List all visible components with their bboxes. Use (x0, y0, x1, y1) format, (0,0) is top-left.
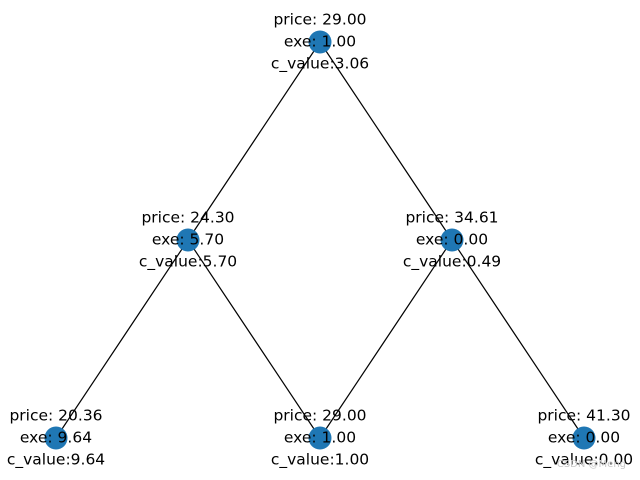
tree-edge-n1-n4 (187, 239, 321, 439)
tree-edge-n2-n4 (319, 239, 453, 439)
watermark: CSDN @Meng (557, 459, 626, 470)
tree-node-n4 (308, 426, 332, 450)
node-c-value-label-n2: c_value:0.49 (403, 253, 501, 272)
tree-node-n5 (572, 426, 596, 450)
tree-node-n1 (176, 228, 200, 252)
node-price-label-n1: price: 24.30 (141, 209, 234, 227)
tree-node-n2 (440, 228, 464, 252)
node-price-label-n3: price: 20.36 (9, 407, 102, 425)
tree-edge-n2-n5 (451, 239, 585, 439)
tree-edge-n1-n3 (55, 239, 189, 439)
tree-node-labels: price: 29.00 exe: 1.00 c_value:3.06 price: … (7, 11, 633, 470)
tree-edges (55, 41, 585, 439)
node-price-label-n2: price: 34.61 (405, 209, 498, 227)
tree-nodes (44, 30, 596, 450)
node-exe-label-n3: exe: 9.64 (20, 429, 92, 447)
node-exe-label-n2: exe: 0.00 (416, 231, 488, 249)
node-exe-label-n5: exe: 0.00 (548, 429, 620, 447)
tree-node-n3 (44, 426, 68, 450)
node-exe-label-n1: exe: 5.70 (152, 231, 224, 249)
node-c-value-label-n0: c_value:3.06 (271, 55, 369, 74)
node-price-label-n4: price: 29.00 (273, 407, 366, 425)
node-price-label-n5: price: 41.30 (537, 407, 630, 425)
node-c-value-label-n1: c_value:5.70 (139, 253, 237, 272)
tree-edge-n0-n2 (319, 41, 453, 241)
node-c-value-label-n5: c_value:0.00 (535, 451, 633, 470)
node-exe-label-n4: exe: 1.00 (284, 429, 356, 447)
node-c-value-label-n3: c_value:9.64 (7, 451, 105, 470)
node-c-value-label-n4: c_value:1.00 (271, 451, 369, 470)
node-exe-label-n0: exe: 1.00 (284, 33, 356, 51)
node-price-label-n0: price: 29.00 (273, 11, 366, 29)
tree-node-n0 (308, 30, 332, 54)
tree-edge-n0-n1 (187, 41, 321, 241)
